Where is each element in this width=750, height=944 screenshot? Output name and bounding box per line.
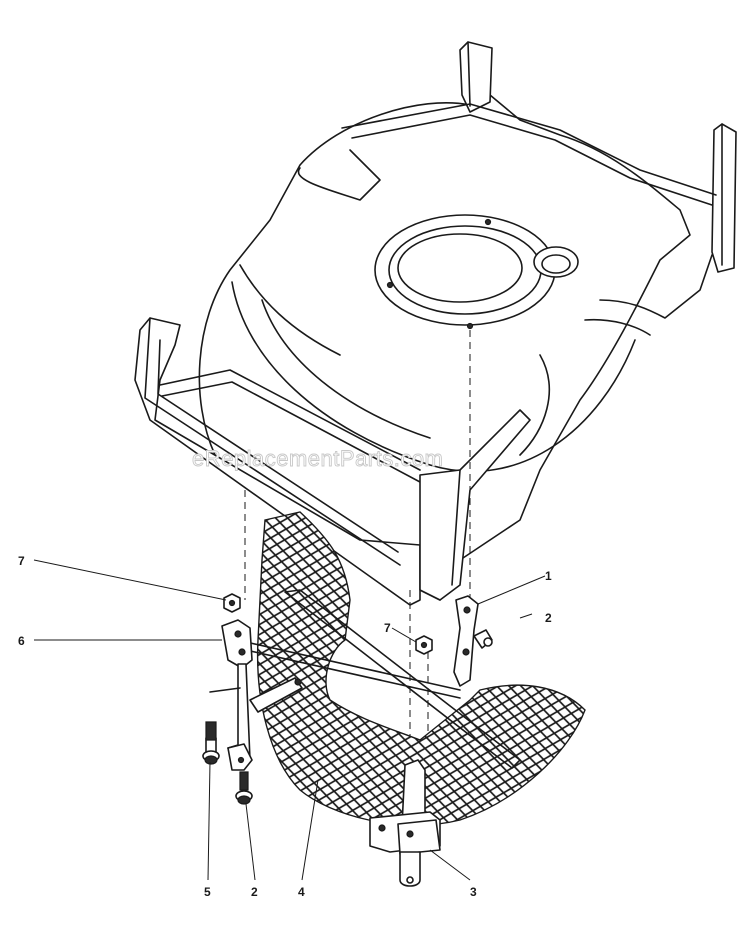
callout-7-right: 7: [384, 621, 391, 635]
lower-bracket-assembly: [369, 759, 441, 887]
callout-labels: 1 2 7 6 7 5 2 4 3: [18, 554, 552, 899]
support-rod: [245, 589, 521, 769]
lower-bolt: [235, 771, 253, 805]
callout-2-bottom: 2: [251, 885, 258, 899]
left-link-arm: [209, 677, 303, 713]
left-nut: [223, 593, 241, 613]
right-nut: [415, 635, 433, 655]
left-mounting-bracket: [221, 619, 253, 771]
callout-4: 4: [298, 885, 305, 899]
mower-deck-housing: [134, 41, 737, 606]
leader-lines: [33, 559, 546, 881]
callout-3: 3: [470, 885, 477, 899]
callout-6: 6: [18, 634, 25, 648]
height-adjuster-boss: [533, 246, 579, 278]
callout-5: 5: [204, 885, 211, 899]
callout-2-right: 2: [545, 611, 552, 625]
left-bolt: [202, 721, 220, 765]
right-mounting-bracket: [453, 595, 493, 687]
callout-7-left: 7: [18, 554, 25, 568]
callout-1: 1: [545, 569, 552, 583]
motor-mount-ring: [374, 214, 556, 330]
watermark-text: eReplacementParts.com: [192, 446, 443, 471]
